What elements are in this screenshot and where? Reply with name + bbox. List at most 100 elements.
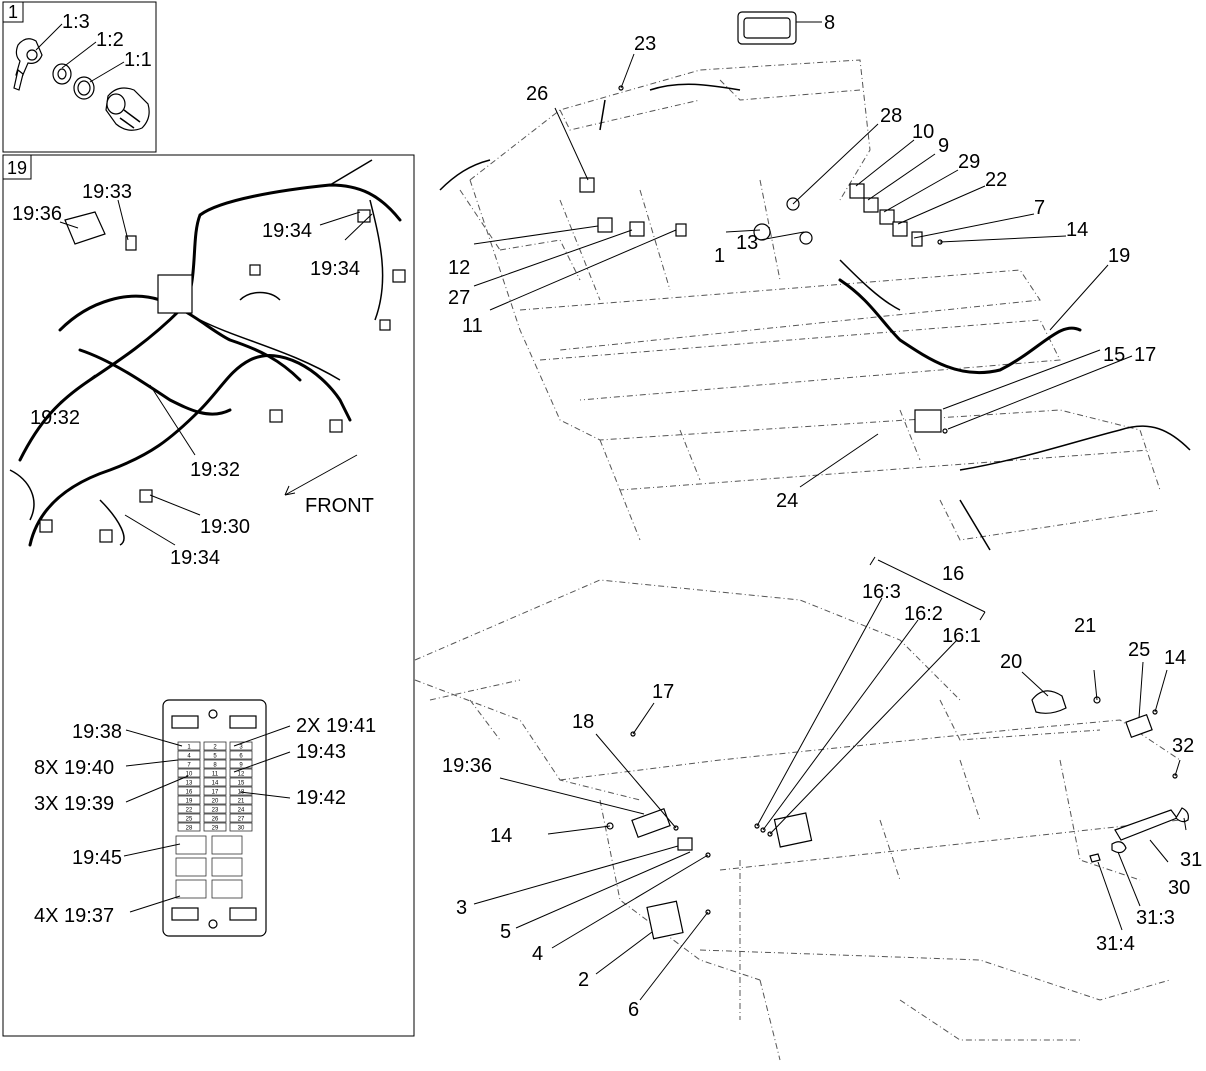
fuse-slot <box>203 813 227 823</box>
fuse-slot <box>177 795 201 805</box>
label-7: 7 <box>1034 197 1045 219</box>
label-14-upper: 14 <box>1066 219 1088 241</box>
label-5: 5 <box>500 921 511 943</box>
label-19-45: 19:45 <box>72 847 122 869</box>
fuse-slot <box>177 741 201 751</box>
label-16-3: 16:3 <box>862 581 901 603</box>
label-13: 13 <box>736 232 758 254</box>
label-27: 27 <box>448 287 470 309</box>
label-18: 18 <box>572 711 594 733</box>
label-19-30: 19:30 <box>200 516 250 538</box>
upper-harness-drawing <box>439 83 1191 551</box>
label-19-36: 19:36 <box>12 203 62 225</box>
label-6: 6 <box>628 999 639 1021</box>
fuse-slot-number: 2 <box>213 745 217 751</box>
fuse-slot <box>177 777 201 787</box>
label-31-4: 31:4 <box>1096 933 1135 955</box>
fuse-slot <box>229 795 253 805</box>
fuse-slot <box>177 786 201 796</box>
label-29: 29 <box>958 151 980 173</box>
label-16: 16 <box>942 563 964 585</box>
lock-washer-icon <box>52 63 72 85</box>
label-19-34-a: 19:34 <box>262 220 312 242</box>
inset-19: 19 <box>2 154 415 1037</box>
label-24: 24 <box>776 490 798 512</box>
fuse-slot <box>203 786 227 796</box>
fuse-slot-number: 16 <box>186 790 193 796</box>
label-8: 8 <box>824 12 835 34</box>
fuse-slot-number: 11 <box>212 772 219 778</box>
label-32: 32 <box>1172 735 1194 757</box>
lower-frame-drawing <box>414 579 1189 1061</box>
label-19-32-a: 19:32 <box>30 407 80 429</box>
lower-view-frame-assembly: 16 16:3 16:2 16:1 21 20 25 14 17 18 19:3… <box>414 556 1202 1061</box>
fuse-slot <box>203 759 227 769</box>
upper-view-dashboard-assembly: 23 8 26 28 10 9 29 22 7 14 19 12 27 11 1… <box>439 11 1191 551</box>
fuse-slot-number: 20 <box>212 799 219 805</box>
fuse-slot-number: 27 <box>238 817 245 823</box>
fuse-slot <box>203 804 227 814</box>
label-17-lower: 17 <box>652 681 674 703</box>
label-1-3: 1:3 <box>62 11 90 33</box>
fuse-slot-number: 25 <box>186 817 193 823</box>
fuse-slot <box>229 804 253 814</box>
front-label: FRONT <box>305 495 374 517</box>
label-21: 21 <box>1074 615 1096 637</box>
label-28: 28 <box>880 105 902 127</box>
label-10: 10 <box>912 121 934 143</box>
fuse-slot-number: 3 <box>239 745 243 751</box>
label-16-2: 16:2 <box>904 603 943 625</box>
label-2: 2 <box>578 969 589 991</box>
fuse-slot <box>203 777 227 787</box>
label-25: 25 <box>1128 639 1150 661</box>
front-arrow-icon <box>284 454 358 496</box>
label-19-34-c: 19:34 <box>170 547 220 569</box>
fuse-slot <box>177 813 201 823</box>
label-30: 30 <box>1168 877 1190 899</box>
label-26: 26 <box>526 83 548 105</box>
controller-2-icon <box>646 900 684 940</box>
fuse-slot <box>229 813 253 823</box>
wiring-harness-drawing <box>9 159 406 547</box>
fuse-slot <box>229 786 253 796</box>
fuse-slot <box>229 750 253 760</box>
fuse-slot-number: 19 <box>186 799 193 805</box>
label-19-34-b: 19:34 <box>310 258 360 280</box>
label-19-36-lower: 19:36 <box>442 755 492 777</box>
fuse-slot-number: 10 <box>186 772 193 778</box>
inset-19-number-box <box>2 154 32 180</box>
label-19-33: 19:33 <box>82 181 132 203</box>
fuse-slot-number: 5 <box>213 754 217 760</box>
fuse-slot-number: 13 <box>186 781 193 787</box>
ignition-switch-icon <box>13 38 43 91</box>
upper-frame-drawing <box>459 11 1161 541</box>
label-19-38: 19:38 <box>72 721 122 743</box>
label-23: 23 <box>634 33 656 55</box>
fuse-slot <box>177 822 201 832</box>
label-15: 15 <box>1103 344 1125 366</box>
bracket-30-icon <box>1114 809 1178 841</box>
fuse-slot-number: 17 <box>212 790 219 796</box>
fuse-slot <box>203 768 227 778</box>
label-19-39: 3X 19:39 <box>34 793 114 815</box>
fuse-slot <box>203 795 227 805</box>
label-19: 19 <box>1108 245 1130 267</box>
inset-1-number-box <box>2 1 24 23</box>
label-22: 22 <box>985 169 1007 191</box>
label-3: 3 <box>456 897 467 919</box>
label-16-1: 16:1 <box>942 625 981 647</box>
label-9: 9 <box>938 135 949 157</box>
label-12: 12 <box>448 257 470 279</box>
fuse-slot-number: 12 <box>238 772 245 778</box>
label-11: 11 <box>462 315 483 337</box>
fuse-slot-number: 1 <box>187 745 191 751</box>
fuse-slot-number: 29 <box>212 826 219 832</box>
label-20: 20 <box>1000 651 1022 673</box>
module-19-36-lower-icon <box>631 807 671 839</box>
fuse-slot-number: 28 <box>186 826 193 832</box>
fuse-slot <box>229 822 253 832</box>
module-25-icon <box>1125 713 1153 739</box>
connector-19-33-icon <box>125 235 137 251</box>
